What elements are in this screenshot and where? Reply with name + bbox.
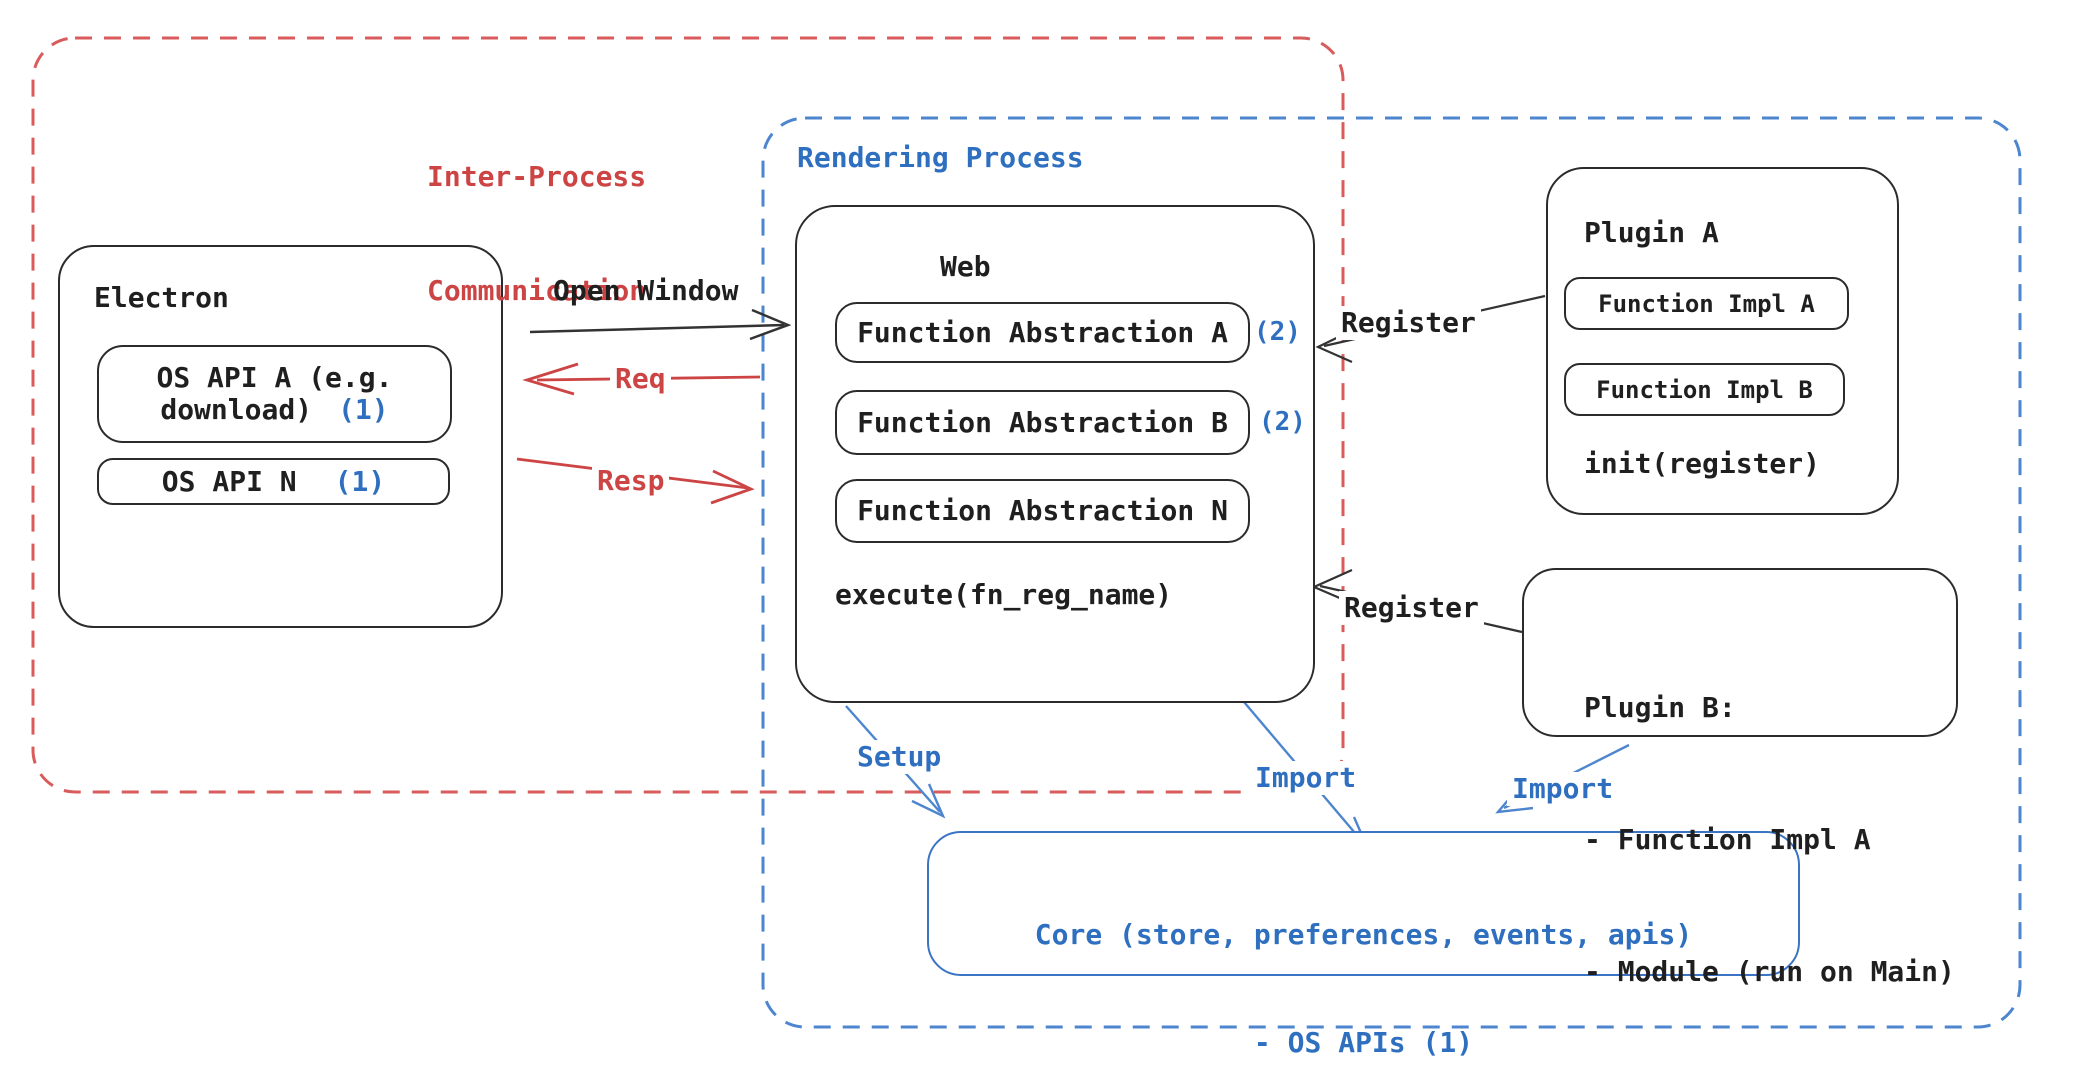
core-line-1: Core (store, preferences, events, apis) xyxy=(1034,918,1693,951)
rendering-region-label: Rendering Process xyxy=(797,141,1084,174)
function-impl-b-label: Function Impl B xyxy=(1596,375,1813,404)
os-api-a-line1: OS API A (e.g. xyxy=(156,361,393,394)
function-abstraction-b-badge: (2) xyxy=(1259,407,1306,437)
core-box xyxy=(927,831,1800,976)
import-mid-label: Import xyxy=(1250,761,1362,795)
plugin-b-box xyxy=(1522,568,1958,737)
plugin-b-item-1: - Function Impl A xyxy=(1584,823,1871,856)
ipc-dashed-boundary xyxy=(31,36,1345,794)
open-window-label: Open Window xyxy=(553,274,739,307)
function-impl-b-box: Function Impl B xyxy=(1564,363,1845,416)
plugin-a-title: Plugin A xyxy=(1584,216,1719,249)
os-api-a-box: OS API A (e.g. download) (1) xyxy=(97,345,452,443)
web-title: Web xyxy=(940,250,991,283)
os-api-a-line2: download) xyxy=(160,393,313,426)
ipc-label-line1: Inter-Process xyxy=(427,160,647,193)
function-abstraction-b-label: Function Abstraction B xyxy=(857,405,1228,439)
ipc-label-line2: Communication xyxy=(427,274,647,307)
ipc-region-label: Inter-Process Communication xyxy=(427,82,646,386)
open-window-arrow xyxy=(529,308,792,341)
os-api-n-label: OS API N xyxy=(161,464,297,498)
setup-label: Setup xyxy=(852,740,947,774)
plugin-b-title: Plugin B: xyxy=(1584,691,1736,724)
execute-label: execute(fn_reg_name) xyxy=(835,578,1173,611)
function-abstraction-n-box: Function Abstraction N xyxy=(835,479,1250,543)
register-bottom-label: Register xyxy=(1339,591,1484,625)
function-impl-a-box: Function Impl A xyxy=(1564,277,1849,330)
function-abstraction-b-box: Function Abstraction B xyxy=(835,390,1250,455)
rendering-dashed-boundary xyxy=(761,116,2022,1029)
plugin-b-text: Plugin B: - Function Impl A - Module (ru… xyxy=(1584,598,1955,1066)
os-api-n-box: OS API N (1) xyxy=(97,458,450,505)
function-abstraction-a-box: Function Abstraction A xyxy=(835,302,1250,363)
core-text: Core (store, preferences, events, apis) … xyxy=(927,845,1800,1066)
import-right-label: Import xyxy=(1507,772,1619,806)
function-abstraction-n-label: Function Abstraction N xyxy=(857,494,1228,527)
os-api-a-badge: (1) xyxy=(338,393,389,426)
register-top-label: Register xyxy=(1336,306,1481,340)
core-line-2: - OS APIs (1) xyxy=(1253,1026,1474,1059)
function-impl-a-label: Function Impl A xyxy=(1598,289,1815,318)
resp-label: Resp xyxy=(592,464,670,498)
function-abstraction-a-label: Function Abstraction A xyxy=(857,315,1228,349)
plugin-b-item-2: - Module (run on Main) xyxy=(1584,955,1955,988)
os-api-n-badge: (1) xyxy=(334,464,386,498)
init-register-label: init(register) xyxy=(1584,447,1821,480)
req-label: Req xyxy=(610,362,671,396)
function-abstraction-a-badge: (2) xyxy=(1254,317,1301,347)
electron-title: Electron xyxy=(94,281,229,314)
plugin-a-box xyxy=(1546,167,1899,515)
